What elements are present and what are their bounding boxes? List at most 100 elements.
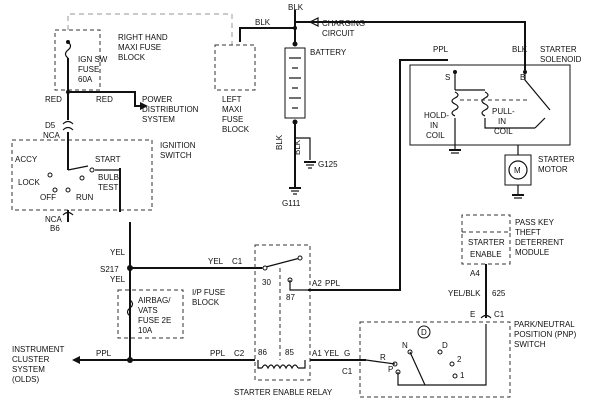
ignition-switch: IGNITION SWITCH ACCY START LOCK BULB TES…	[11, 132, 196, 233]
pnp-d-circle-label: D	[421, 328, 427, 337]
relay-85-label: 85	[285, 348, 294, 357]
charging-label-2: CIRCUIT	[322, 29, 355, 38]
power-dist-label-3: SYSTEM	[142, 115, 175, 124]
solenoid-b-label: B	[520, 73, 525, 82]
instrument-label-1: INSTRUMENT	[12, 345, 65, 354]
pnp-label-3: SWITCH	[514, 340, 546, 349]
pass-key-label-3: DETERRENT	[515, 238, 564, 247]
pnp-switch: PARK/NEUTRAL POSITION (PNP) SWITCH D N R…	[310, 320, 577, 398]
a2-label: A2	[312, 279, 322, 288]
c1-label-2: C1	[494, 310, 505, 319]
pnp-2-label: 2	[457, 355, 462, 364]
ip-fuse-label-1: I/P FUSE	[192, 288, 225, 297]
power-dist-label-1: POWER	[142, 95, 172, 104]
solenoid-blk-label: BLK	[512, 45, 528, 54]
right-fuse-block-label-2: MAXI FUSE	[118, 43, 161, 52]
g125-label: G125	[318, 160, 338, 169]
hold-in-label-3: COIL	[426, 131, 445, 140]
lock-label: LOCK	[18, 178, 40, 187]
starter-enable-label-1: STARTER	[468, 238, 505, 247]
starter-enable-label-2: ENABLE	[470, 250, 502, 259]
pass-key-label-1: PASS KEY	[515, 218, 555, 227]
yel-label-3: YEL	[208, 257, 224, 266]
bulb-test-label-1: BULB	[98, 173, 119, 182]
pnp-d-label: D	[442, 341, 448, 350]
right-fuse-block-label-1: RIGHT HAND	[118, 33, 168, 42]
g-label: G	[344, 349, 350, 358]
charging-label-1: CHARGING	[322, 19, 365, 28]
ign-switch-label-1: IGNITION	[160, 141, 196, 150]
relay-label: STARTER ENABLE RELAY	[234, 388, 333, 397]
solenoid-label-2: SOLENOID	[540, 55, 582, 64]
motor-m-label: M	[514, 166, 521, 175]
t625-label: 625	[492, 289, 506, 298]
red-label-2: RED	[96, 95, 113, 104]
battery-label: BATTERY	[310, 48, 347, 57]
c1-label-1: C1	[232, 257, 243, 266]
airbag-label-1: AIRBAG/	[138, 296, 171, 305]
pnp-r-label: R	[380, 353, 386, 362]
starter-enable-relay: 30 87 86 85 STARTER ENABLE RELAY	[234, 244, 333, 397]
s217-label: S217	[100, 265, 119, 274]
nca-label-1: NCA	[43, 131, 61, 140]
pass-key-label-4: MODULE	[515, 248, 549, 257]
relay-30-label: 30	[262, 278, 271, 287]
accy-label: ACCY	[15, 155, 38, 164]
pull-in-label-3: COIL	[494, 127, 513, 136]
ign-fuse-label-2: FUSE	[78, 65, 99, 74]
red-label-1: RED	[45, 95, 62, 104]
c1-label-3: C1	[342, 367, 353, 376]
ign-fuse-symbol	[64, 41, 72, 59]
left-fuse-label-4: BLOCK	[222, 125, 250, 134]
pnp-p-label: P	[388, 365, 393, 374]
relay-86-label: 86	[258, 348, 267, 357]
instrument-cluster-wiring: PPL INSTRUMENT CLUSTER SYSTEM (OLDS) PPL…	[12, 345, 255, 384]
pnp-label-2: POSITION (PNP)	[514, 330, 577, 339]
ign-switch-label-2: SWITCH	[160, 151, 192, 160]
solenoid-s-label: S	[445, 73, 450, 82]
left-fuse-label-2: MAXI	[222, 105, 242, 114]
ppl-label-1: PPL	[96, 349, 112, 358]
ppl-label-4: PPL	[433, 45, 449, 54]
ign-fuse-label-3: 60A	[78, 75, 93, 84]
yel-label-2: YEL	[110, 275, 126, 284]
ppl-label-2: PPL	[210, 349, 226, 358]
left-blk-label: BLK	[255, 18, 271, 27]
off-label: OFF	[40, 193, 56, 202]
relay-87-label: 87	[286, 293, 295, 302]
airbag-label-3: FUSE 2E	[138, 316, 171, 325]
starter-motor-label-2: MOTOR	[538, 165, 568, 174]
solenoid-label-1: STARTER	[540, 45, 577, 54]
ign-fuse-label-1: IGN SW	[78, 55, 108, 64]
yel-wiring: YEL S217 YEL YEL C1	[100, 222, 262, 360]
instrument-label-2: CLUSTER	[12, 355, 50, 364]
ip-fuse-label-2: BLOCK	[192, 298, 220, 307]
c2-label: C2	[234, 349, 245, 358]
airbag-label-2: VATS	[138, 306, 158, 315]
d5-label: D5	[45, 121, 56, 130]
pass-key-label-2: THEFT	[515, 228, 541, 237]
b6-label: B6	[50, 224, 60, 233]
airbag-label-4: 10A	[138, 326, 153, 335]
pull-in-label-2: IN	[498, 117, 506, 126]
starter-motor-label-1: STARTER	[538, 155, 575, 164]
left-fuse-block: BLK LEFT MAXI FUSE BLOCK	[214, 18, 295, 134]
starter-motor: M STARTER MOTOR	[504, 145, 575, 199]
a4-label: A4	[470, 269, 480, 278]
start-label: START	[95, 155, 121, 164]
e-label: E	[470, 310, 475, 319]
left-fuse-label-1: LEFT	[222, 95, 242, 104]
pull-in-label-1: PULL-	[492, 107, 515, 116]
bulb-test-label-2: TEST	[98, 183, 119, 192]
power-distribution-wiring: RED RED POWER DISTRIBUTION SYSTEM D5 NCA	[43, 58, 199, 140]
battery: BLK CHARGING CIRCUIT BATTERY BLK BLK G12…	[275, 3, 526, 208]
instrument-label-3: SYSTEM	[12, 365, 45, 374]
pnp-1-label: 1	[460, 371, 465, 380]
hold-in-label-1: HOLD-	[424, 111, 449, 120]
run-label: RUN	[76, 193, 94, 202]
yel-blk-label: YEL/BLK	[448, 289, 481, 298]
right-fuse-block: RIGHT HAND MAXI FUSE BLOCK IGN SW FUSE 6…	[54, 13, 233, 91]
g111-label: G111	[282, 199, 301, 208]
hold-in-label-2: IN	[430, 121, 438, 130]
